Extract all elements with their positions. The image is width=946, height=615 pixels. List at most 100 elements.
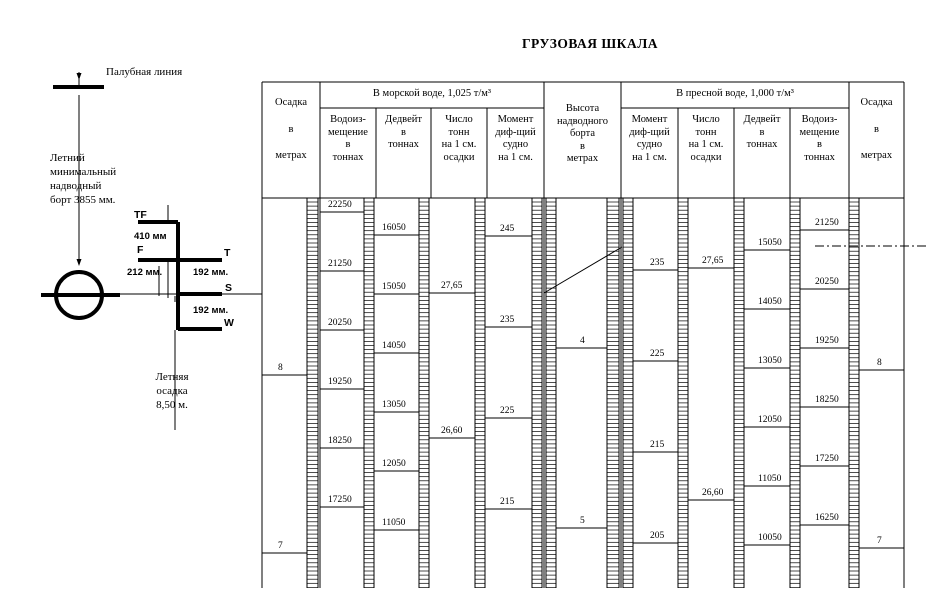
scale-ladder xyxy=(545,198,557,588)
hdr-line: судно xyxy=(502,139,529,150)
sea-deadweight-value: 14050 xyxy=(382,341,406,351)
table-grid xyxy=(261,81,905,588)
header-fresh-mct: Момент диф-щий судно на 1 см. xyxy=(621,114,678,164)
sea-tpc-value: 27,65 xyxy=(441,281,463,291)
reading-diagonal xyxy=(543,246,623,294)
header-sea-deadweight: Дедвейт в тоннах xyxy=(376,114,431,152)
header-draft-line: метрах xyxy=(275,150,307,161)
sea-displacement-value: 17250 xyxy=(328,495,352,505)
scale-ladder xyxy=(606,198,620,588)
scale-ladder xyxy=(531,198,543,588)
deck-line-label: Палубная линия xyxy=(106,66,183,78)
hdr-line: Число xyxy=(692,114,720,125)
fresh-displacement-value: 16250 xyxy=(815,513,839,523)
hdr-line: в xyxy=(401,126,406,138)
hdr-line: судно xyxy=(636,139,663,150)
sea-deadweight-value: 13050 xyxy=(382,400,406,410)
draught-line-3: 8,50 м. xyxy=(156,399,188,411)
hdr-line: на 1 см. xyxy=(498,151,533,163)
fresh-mct-value: 235 xyxy=(650,258,665,268)
freeboard-line-1: Летний xyxy=(50,152,85,164)
scale-ladder xyxy=(733,198,745,588)
freeboard-line-4: борт 3855 мм. xyxy=(50,194,116,206)
scale-ladder xyxy=(363,198,375,588)
header-sea-displacement: Водоиз- мещение в тоннах xyxy=(320,114,376,164)
sea-mct-value: 225 xyxy=(500,406,515,416)
header-fresh-deadweight: Дедвейт в тоннах xyxy=(734,114,790,152)
hdr-line: в xyxy=(759,126,765,138)
hdr-line: тоннах xyxy=(332,151,364,163)
header-height-line: Высота xyxy=(565,103,600,114)
freeboard-height-value: 4 xyxy=(580,336,585,346)
draft-value-right: 8 xyxy=(877,358,882,368)
sea-displacement-value: 19250 xyxy=(328,377,352,387)
fresh-displacement-value: 17250 xyxy=(815,454,839,464)
hdr-line: Дедвейт xyxy=(743,114,781,125)
mark-t: T xyxy=(224,247,231,259)
dim-192-b: 192 мм. xyxy=(193,305,228,316)
fresh-deadweight-value: 12050 xyxy=(758,415,782,425)
sea-mct-value: 215 xyxy=(500,497,515,507)
header-fresh-water: В пресной воде, 1,000 т/м³ xyxy=(676,88,794,99)
hdr-line: диф-щий xyxy=(495,126,536,138)
draft-value-right: 7 xyxy=(877,536,882,546)
hdr-line: Число xyxy=(445,114,473,125)
sea-mct-value: 235 xyxy=(500,315,515,325)
header-draft-right: Осадка в метрах xyxy=(849,97,904,163)
mark-tf: TF xyxy=(134,209,147,221)
draught-line-1: Летняя xyxy=(155,371,189,383)
dim-410: 410 мм xyxy=(134,231,167,242)
scale-ladder xyxy=(622,198,634,588)
sea-displacement-value: 22250 xyxy=(328,200,352,210)
fresh-deadweight-value: 13050 xyxy=(758,356,782,366)
sea-deadweight-value: 12050 xyxy=(382,459,406,469)
draft-value-left: 7 xyxy=(278,541,283,551)
sea-deadweight-value: 11050 xyxy=(382,518,406,528)
fresh-tpc-value: 26,60 xyxy=(702,488,724,498)
mark-w: W xyxy=(224,317,234,329)
header-sea-mct: Момент диф-щий судно на 1 см. xyxy=(487,114,544,164)
scale-ladder xyxy=(677,198,689,588)
sea-deadweight-value: 16050 xyxy=(382,223,406,233)
header-draft-line: Осадка xyxy=(860,97,893,108)
sea-mct-value: 245 xyxy=(500,224,515,234)
header-sea-tpc: Число тонн на 1 см. осадки xyxy=(431,114,487,164)
header-height-line: надводного xyxy=(557,115,608,127)
scale-ladder xyxy=(474,198,486,588)
header-height-line: метрах xyxy=(566,153,599,164)
fresh-displacement-value: 20250 xyxy=(815,277,839,287)
value-ticks xyxy=(262,211,904,554)
hdr-line: Момент xyxy=(631,114,668,125)
header-fresh-tpc: Число тонн на 1 см. осадки xyxy=(678,114,734,164)
hdr-line: диф-щий xyxy=(629,126,670,138)
hdr-line: на 1 см. xyxy=(441,139,477,150)
header-draft-line: в xyxy=(874,123,879,135)
sea-displacement-value: 21250 xyxy=(328,259,352,269)
dim-192-a: 192 мм. xyxy=(193,267,228,278)
draught-line-2: осадка xyxy=(156,385,188,397)
hdr-line: на 1 см. xyxy=(688,139,724,150)
freeboard-line-3: надводный xyxy=(50,180,102,192)
column-values: 8722250212502025019250182501725016050150… xyxy=(278,200,882,551)
fresh-mct-value: 205 xyxy=(650,531,665,541)
header-freeboard-height: Высота надводного борта в метрах xyxy=(544,103,621,166)
hdr-line: тонн xyxy=(448,126,470,138)
hdr-line: осадки xyxy=(443,151,475,163)
header-draft-line: в xyxy=(288,123,294,135)
header-sea-water: В морской воде, 1,025 т/м³ xyxy=(372,88,492,99)
header-draft-line: Осадка xyxy=(275,97,307,108)
hdr-line: мещение xyxy=(328,126,368,138)
plimsoll-mark xyxy=(41,72,262,320)
header-draft-left: Осадка в метрах xyxy=(262,97,320,163)
scale-ladder xyxy=(418,198,430,588)
header-height-line: борта xyxy=(569,128,596,139)
mark-f: F xyxy=(137,244,144,256)
dim-212: 212 мм. xyxy=(127,267,162,278)
header-fresh-displacement: Водоиз- мещение в тоннах xyxy=(790,114,849,164)
header-draft-line: метрах xyxy=(860,150,893,161)
summer-draught-label: Летняя осадка 8,50 м. xyxy=(140,370,204,412)
freeboard-height-value: 5 xyxy=(580,516,585,526)
sea-displacement-value: 20250 xyxy=(328,318,352,328)
fresh-mct-value: 225 xyxy=(650,349,665,359)
summer-freeboard-label: Летний минимальный надводный борт 3855 м… xyxy=(50,151,160,207)
